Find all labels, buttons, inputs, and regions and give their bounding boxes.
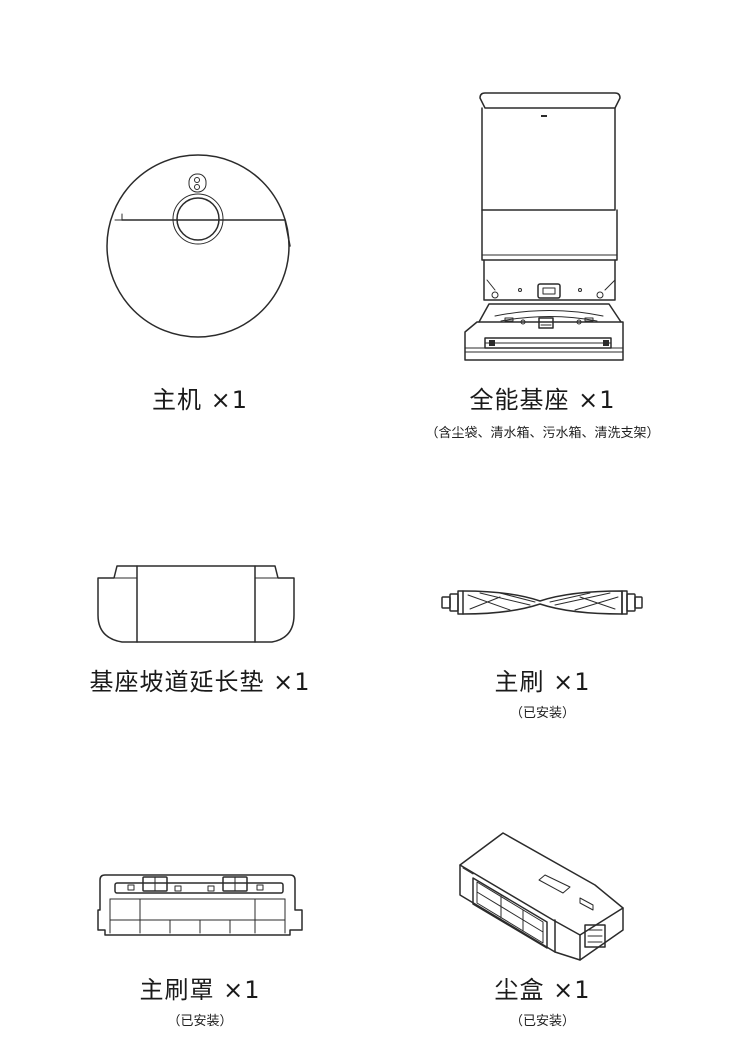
item-label-ramp-mat: 基座坡道延长垫 ×1 [89,668,311,696]
ramp-mat-icon [92,560,302,650]
item-label-brush-cover: 主刷罩 ×1 [139,976,261,1004]
item-label-robot: 主机 ×1 [151,386,248,414]
item-note-main-brush: （已安装） [509,706,575,721]
item-note-brush-cover: （已安装） [167,1014,233,1029]
item-note-base-station: （含尘袋、清水箱、污水箱、清洗支架） [425,426,660,441]
item-label-base-station: 全能基座 ×1 [469,386,616,414]
item-note-dustbin: （已安装） [509,1014,575,1029]
dustbin-icon [455,830,635,965]
base-station-icon [455,90,630,365]
item-label-dustbin: 尘盒 ×1 [494,976,591,1004]
brush-cover-icon [95,865,305,940]
main-brush-icon [440,585,645,620]
robot-vacuum-icon [100,150,300,345]
item-label-main-brush: 主刷 ×1 [494,668,591,696]
